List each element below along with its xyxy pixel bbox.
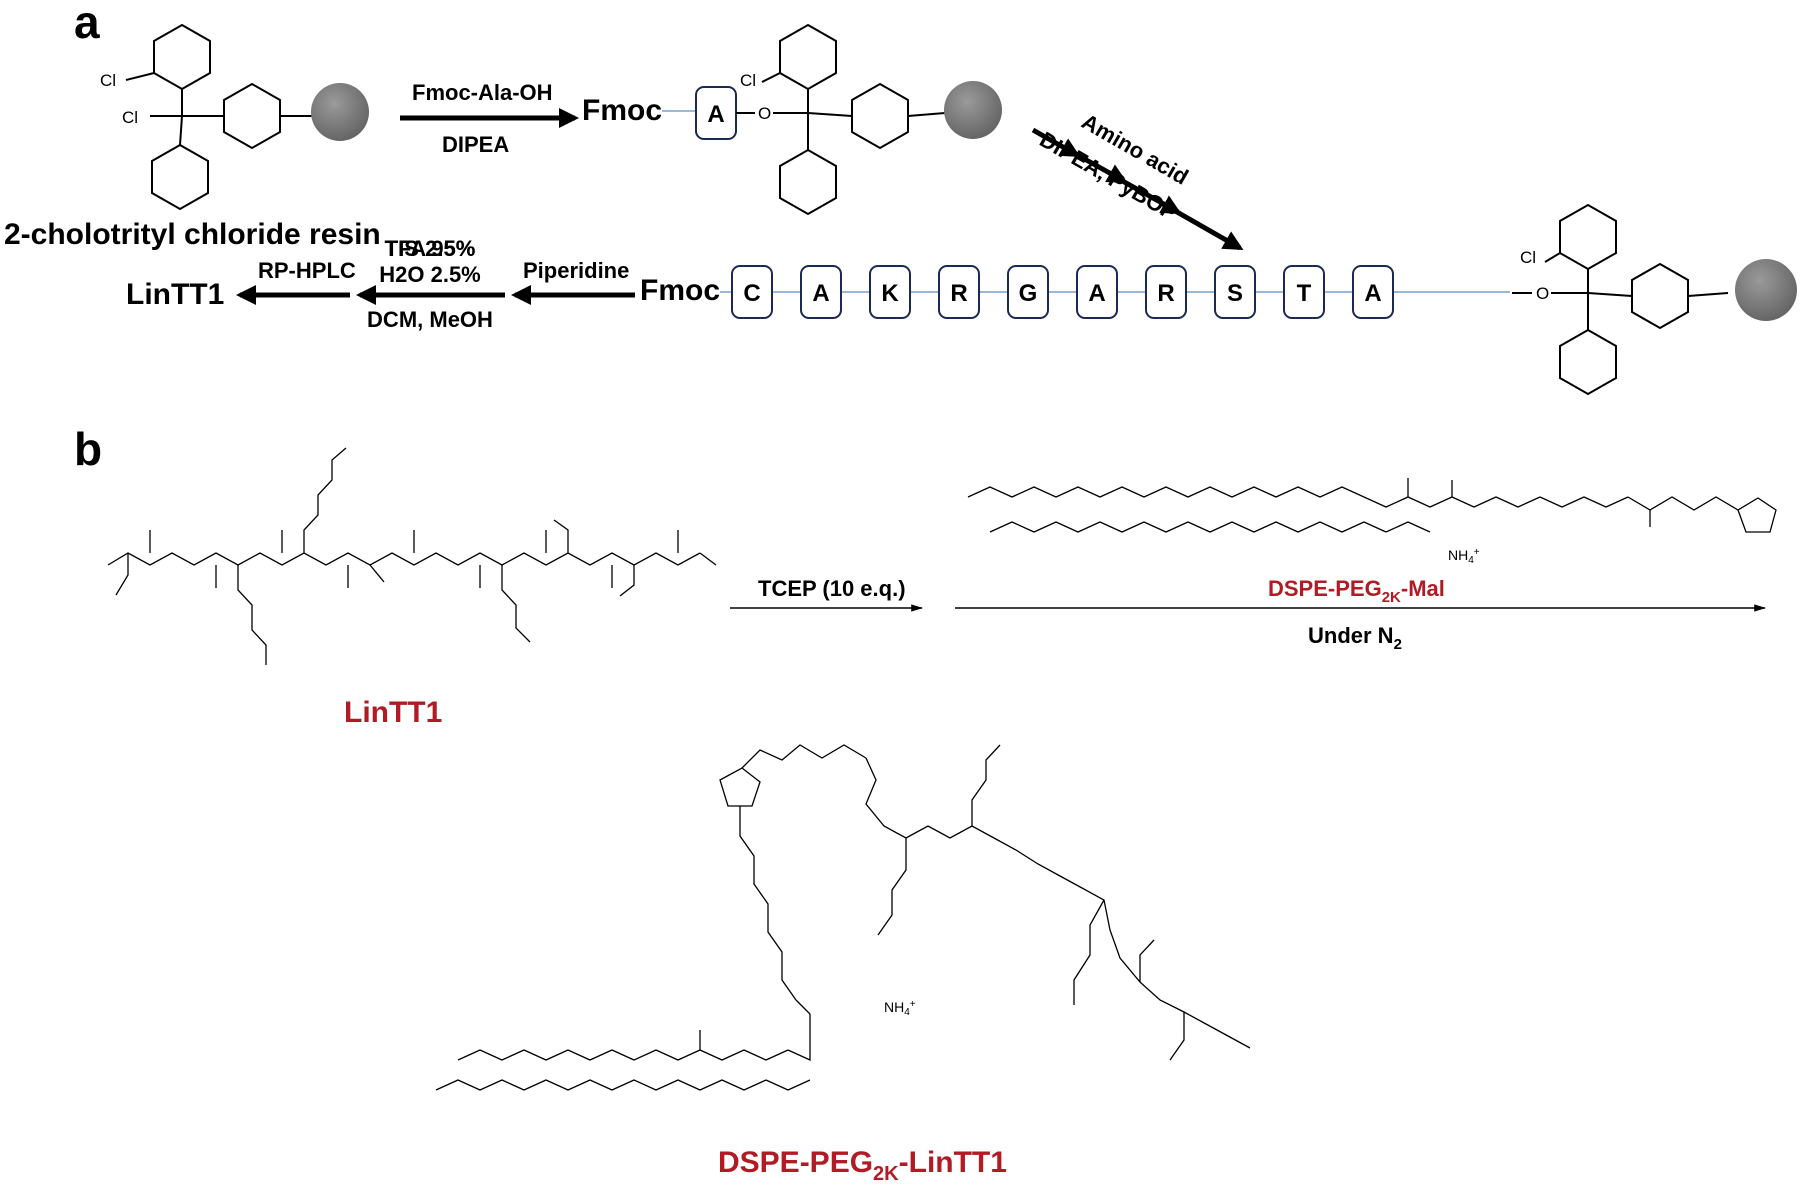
- cleavage-line-1: TFA 95%: [385, 236, 476, 261]
- chloro-label-1: Cl: [100, 71, 116, 90]
- resin-name: 2-cholotrityl chloride resin: [4, 218, 381, 251]
- residue-box: [1283, 265, 1325, 319]
- residue-box: [1214, 265, 1256, 319]
- residue-label: R: [1157, 280, 1174, 307]
- dspe-peg-mal-structure: [967, 478, 1777, 533]
- deprotect-reagent: Piperidine: [523, 258, 629, 283]
- residue-box: [731, 265, 773, 319]
- residue-label: C: [743, 280, 760, 307]
- ammonium-label-2: NH4+: [884, 999, 916, 1018]
- residue-box: [1007, 265, 1049, 319]
- resin-bead: [944, 81, 1002, 139]
- ammonium-label-1: NH4+: [1448, 547, 1480, 566]
- trityl-chloride-resin-structure: [125, 23, 369, 211]
- residue-label: A: [812, 280, 829, 307]
- conjugate-name: DSPE-PEG2K-LinTT1: [718, 1146, 1007, 1185]
- chloro-label-2: Cl: [122, 108, 138, 127]
- residue-label: K: [881, 280, 899, 307]
- resin-bead: [1735, 259, 1797, 321]
- chloro-label-4: Cl: [1520, 248, 1536, 267]
- lintt1-name: LinTT1: [344, 696, 442, 729]
- residue-label: G: [1019, 280, 1038, 307]
- panel-a-label: a: [74, 0, 100, 48]
- resin-bead: [311, 83, 369, 141]
- dspe-peg-mal-name: DSPE-PEG2K-Mal: [1268, 576, 1445, 606]
- step1-reagent-bottom: DIPEA: [442, 132, 509, 157]
- panel-b-label: b: [74, 423, 102, 475]
- coupling-condition: Under N2: [1308, 623, 1402, 653]
- oxygen-label-2: O: [1536, 284, 1549, 303]
- cleavage-line-3: H2O 2.5%: [379, 262, 481, 287]
- first-residue-label: A: [707, 101, 724, 128]
- residue-box: [800, 265, 842, 319]
- reduction-reagent: TCEP (10 e.q.): [758, 576, 906, 601]
- residue-box: [1145, 265, 1187, 319]
- residue-label: A: [1364, 280, 1381, 307]
- residue-label: A: [1088, 280, 1105, 307]
- residue-box: [869, 265, 911, 319]
- purification-label: RP-HPLC: [258, 258, 356, 283]
- residue-box: [938, 265, 980, 319]
- residue-label: S: [1227, 280, 1243, 307]
- residue-label: T: [1297, 280, 1312, 307]
- chloro-label-3: Cl: [740, 71, 756, 90]
- residue-box: [1352, 265, 1394, 319]
- residue-label: R: [950, 280, 967, 307]
- coupling-cycle-arrows: [1031, 127, 1244, 251]
- oxygen-label-1: O: [758, 104, 771, 123]
- trityl-linker-structure-1: [761, 23, 1002, 216]
- cleavage-bottom: DCM, MeOH: [367, 307, 493, 332]
- dspe-peg-lintt1-structure: [435, 744, 1251, 1091]
- lintt1-structure: [107, 447, 717, 665]
- fmoc-label-2: Fmoc: [640, 274, 720, 307]
- step1-reagent-top: Fmoc-Ala-OH: [412, 80, 553, 105]
- product-label: LinTT1: [126, 278, 224, 311]
- fmoc-label-1: Fmoc: [582, 94, 662, 127]
- trityl-linker-structure-2: [1544, 203, 1797, 396]
- residue-box: [1076, 265, 1118, 319]
- cleavage-line-2: TIS 2.5%: [385, 236, 475, 261]
